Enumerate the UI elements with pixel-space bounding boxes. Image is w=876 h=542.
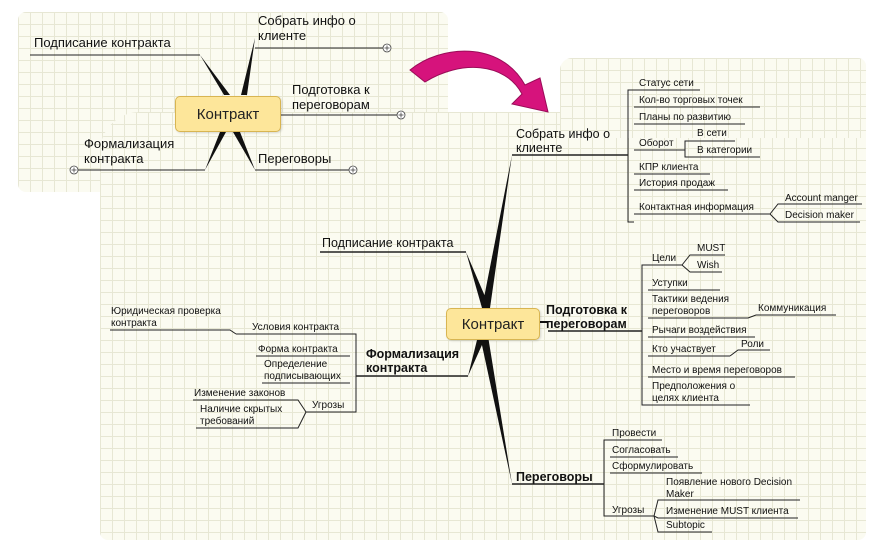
small-prep-node[interactable]: Подготовка к переговорам xyxy=(292,82,370,112)
small-map-connectors xyxy=(30,38,406,175)
prep-tactics[interactable]: Тактики ведения переговоров xyxy=(652,294,730,317)
prep-node[interactable]: Подготовка к переговорам xyxy=(546,303,627,332)
neg-node[interactable]: Переговоры xyxy=(516,470,593,484)
formal-form[interactable]: Форма контракта xyxy=(258,344,338,355)
formal-threats[interactable]: Угрозы xyxy=(312,400,345,411)
collect-contacts[interactable]: Контактная информация xyxy=(639,202,754,213)
neg-new-dm[interactable]: Появление нового Decision Maker xyxy=(666,477,793,500)
prep-wish[interactable]: Wish xyxy=(697,260,720,271)
prep-communication[interactable]: Коммуникация xyxy=(758,303,827,314)
prep-must[interactable]: MUST xyxy=(697,243,726,254)
prep-concessions[interactable]: Уступки xyxy=(652,278,688,289)
neg-formulate[interactable]: Сформулировать xyxy=(612,461,694,472)
signing-node[interactable]: Подписание контракта xyxy=(322,236,454,250)
neg-conduct[interactable]: Провести xyxy=(612,428,657,439)
formal-legal[interactable]: Юридическая проверка контракта xyxy=(111,306,221,329)
large-central-node[interactable]: Контракт xyxy=(446,308,540,340)
collect-points[interactable]: Кол-во торговых точек xyxy=(639,95,743,106)
neg-agree[interactable]: Согласовать xyxy=(612,445,671,456)
formal-node[interactable]: Формализация контракта xyxy=(366,347,460,376)
small-collect-node[interactable]: Собрать инфо о клиенте xyxy=(258,13,356,43)
small-signing-node[interactable]: Подписание контракта xyxy=(34,35,171,50)
neg-subtopic[interactable]: Subtopic xyxy=(666,520,705,531)
formal-law[interactable]: Изменение законов xyxy=(194,388,286,399)
prep-goals[interactable]: Цели xyxy=(652,253,677,264)
small-central-label: Контракт xyxy=(196,105,260,123)
collect-decision-maker[interactable]: Decision maker xyxy=(785,210,854,221)
large-map-wedges xyxy=(466,155,548,484)
small-central-node[interactable]: Контракт xyxy=(175,96,281,132)
curved-arrow-icon xyxy=(409,50,549,113)
prep-roles[interactable]: Роли xyxy=(741,339,764,350)
collect-history[interactable]: История продаж xyxy=(639,178,715,189)
collect-turnover-cat[interactable]: В категории xyxy=(697,145,753,156)
neg-threats[interactable]: Угрозы xyxy=(612,505,645,516)
large-map-panel-top xyxy=(560,58,866,138)
collect-status[interactable]: Статус сети xyxy=(639,78,694,89)
collect-acc-manager[interactable]: Account manger xyxy=(785,193,858,204)
prep-assumptions[interactable]: Предположения о целях клиента xyxy=(652,381,736,404)
small-neg-node[interactable]: Переговоры xyxy=(258,151,332,166)
formal-conditions[interactable]: Условия контракта xyxy=(252,322,340,333)
collect-turnover-net[interactable]: В сети xyxy=(697,128,727,139)
collect-node[interactable]: Собрать инфо о клиенте xyxy=(516,127,611,156)
prep-levers[interactable]: Рычаги воздействия xyxy=(652,325,747,336)
prep-place[interactable]: Место и время переговоров xyxy=(652,365,782,376)
small-formal-node[interactable]: Формализация контракта xyxy=(84,136,175,166)
neg-must-change[interactable]: Изменение MUST клиента xyxy=(666,506,789,517)
formal-signers[interactable]: Определение подписывающих xyxy=(264,359,341,382)
formal-hidden[interactable]: Наличие скрытых требований xyxy=(200,404,283,427)
collect-plans[interactable]: Планы по развитию xyxy=(639,112,731,123)
prep-who[interactable]: Кто участвует xyxy=(652,344,716,355)
collect-turnover[interactable]: Оборот xyxy=(639,138,674,149)
large-map-panel xyxy=(100,112,866,540)
collect-kpr[interactable]: КПР клиента xyxy=(639,162,699,173)
large-central-label: Контракт xyxy=(461,315,525,333)
